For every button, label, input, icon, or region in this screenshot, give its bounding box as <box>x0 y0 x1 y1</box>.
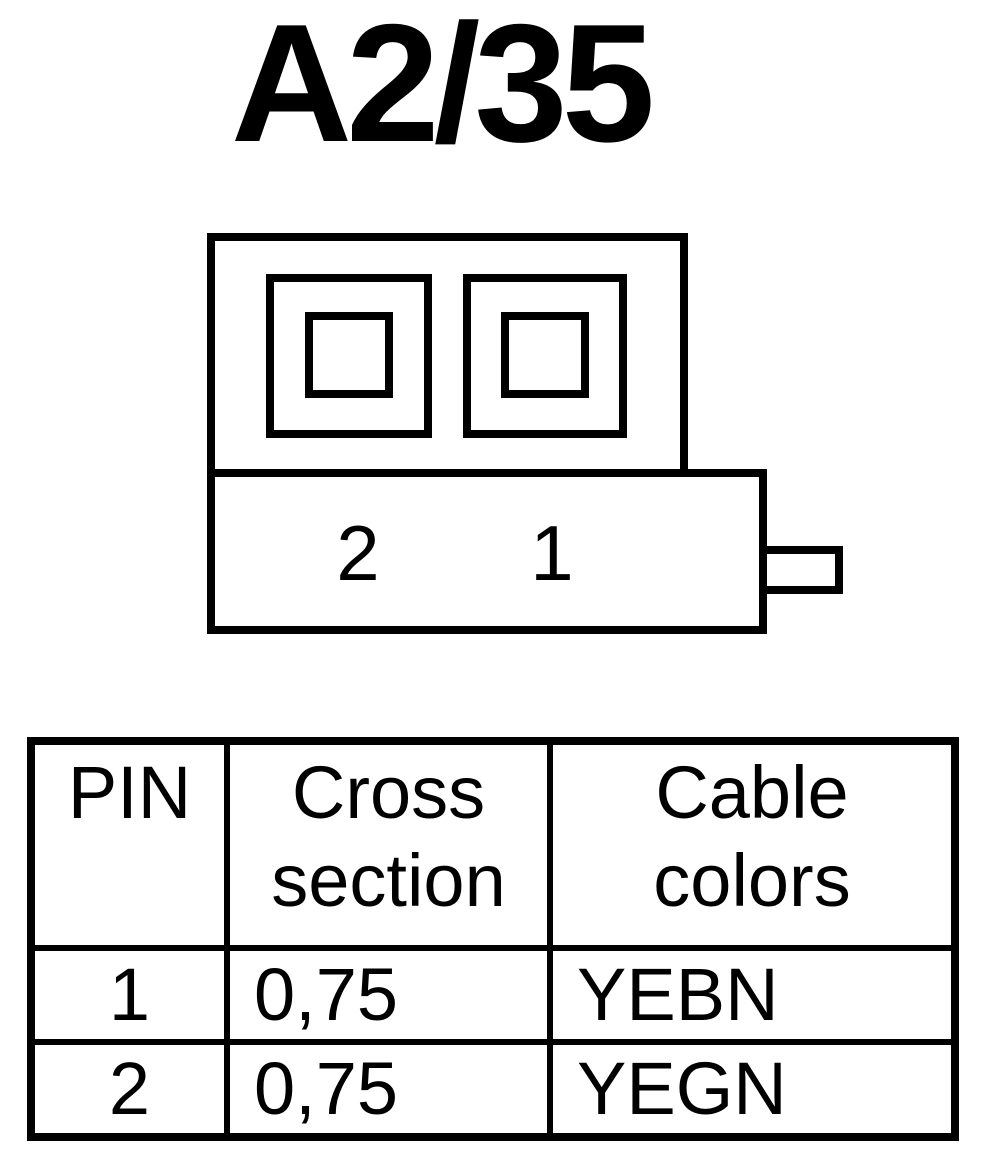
connector-lower-housing <box>207 469 767 634</box>
connector-latch-tab <box>759 546 843 594</box>
connector-diagram: 2 1 <box>207 233 843 634</box>
row-1-pin: 1 <box>28 945 230 1045</box>
header-pin-text: PIN <box>67 751 192 834</box>
header-cross-section-line1: Cross <box>291 751 486 834</box>
connector-pin-label-1: 1 <box>530 509 573 597</box>
row-1-cable-color: YEBN <box>547 945 958 1045</box>
row-1-cross-section: 0,75 <box>224 945 553 1045</box>
pin-cavity-inner-1 <box>501 312 589 398</box>
header-pin: PIN <box>28 738 230 951</box>
table-row: 2 0,75 YEGN <box>28 1039 958 1140</box>
header-cable-colors: Cable colors <box>547 738 958 951</box>
row-2-cable-color: YEGN <box>547 1039 958 1140</box>
row-2-pin: 2 <box>28 1039 230 1140</box>
pin-cavity-outer-1 <box>463 274 627 438</box>
pin-cavity-outer-2 <box>266 274 432 438</box>
connector-pin-label-2: 2 <box>336 509 379 597</box>
header-cross-section: Cross section <box>224 738 553 951</box>
connector-title: A2/35 <box>230 0 655 177</box>
pin-assignment-table: PIN Cross section Cable colors 1 0,75 YE… <box>27 737 959 1141</box>
header-cable-colors-line2: colors <box>653 839 851 922</box>
header-cross-section-line2: section <box>271 839 506 922</box>
row-2-cross-section: 0,75 <box>224 1039 553 1140</box>
table-header-row: PIN Cross section Cable colors <box>28 738 958 951</box>
pin-cavity-inner-2 <box>305 312 393 398</box>
header-cable-colors-line1: Cable <box>655 751 849 834</box>
table-row: 1 0,75 YEBN <box>28 945 958 1045</box>
